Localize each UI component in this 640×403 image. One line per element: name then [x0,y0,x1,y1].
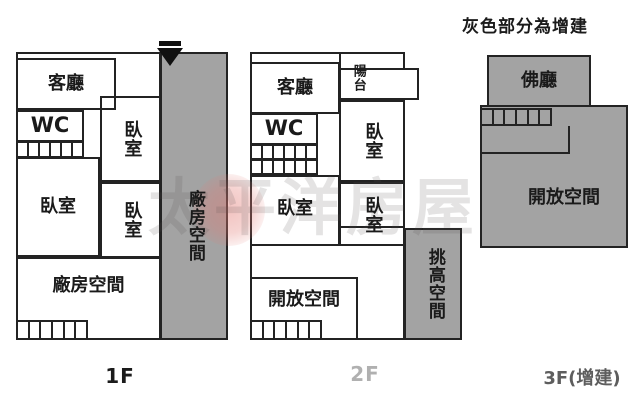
entrance-arrow-icon [157,41,183,67]
1f-outline-shape [16,52,161,340]
2f-staircase-lower [250,320,322,340]
2f-wc-shape [250,113,318,145]
2f-staircase-upper-second [250,159,318,175]
2f-staircase-upper [250,144,318,160]
2f-bedroom-left-shape [250,175,340,246]
floor-caption-1f: 1F [105,364,135,388]
2f-balcony-notch-shape [339,68,419,100]
1f-factory-strip-shape [160,52,228,340]
1f-staircase-lower [16,320,88,340]
floor-caption-2f: 2F [350,362,380,386]
2f-bedroom-right-upper-shape [339,100,405,182]
3f-buddha-hall-shape [487,55,591,107]
1f-bedroom-left-shape [16,157,100,257]
3f-staircase [480,108,552,126]
3f-stair-landing-shape [480,126,570,154]
1f-wc-shape [16,110,84,142]
1f-factory-hall-shape [16,257,161,340]
floor-caption-3f: 3F(增建) [543,368,621,389]
1f-staircase-upper [16,141,84,158]
legend-note-gray-is-extension: 灰色部分為增建 [462,17,588,37]
2f-high-ceiling-shape [404,228,462,340]
1f-living-room-shape [16,58,116,110]
2f-living-room-shape [250,62,340,114]
2f-bedroom-mid-shape [339,182,405,246]
1f-bedroom-mid-upper-shape [100,96,162,182]
1f-bedroom-mid-lower-shape [100,182,162,258]
